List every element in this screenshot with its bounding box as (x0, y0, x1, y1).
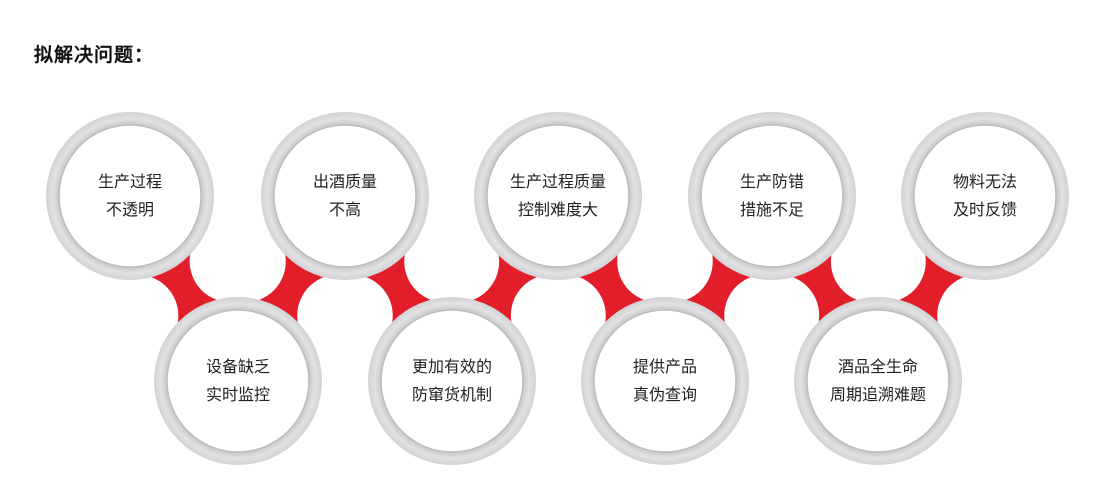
problem-label: 酒品全生命周期追溯难题 (808, 353, 948, 409)
problem-circle (688, 112, 856, 280)
problem-circle (154, 297, 322, 465)
problem-label-line: 酒品全生命 (837, 357, 918, 376)
problem-circle (261, 112, 429, 280)
problem-label-line: 生产过程 (97, 172, 162, 191)
problem-label-line: 物料无法 (952, 172, 1017, 191)
problem-label-line: 不透明 (105, 200, 154, 219)
problem-label-line: 真伪查询 (632, 385, 697, 404)
problem-label-line: 实时监控 (205, 385, 270, 404)
problem-label-line: 生产防错 (739, 172, 804, 191)
problem-label: 更加有效的防窜货机制 (382, 353, 522, 409)
problem-label: 设备缺乏实时监控 (168, 353, 308, 409)
problem-circle (46, 112, 214, 280)
problem-circle (368, 297, 536, 465)
problem-label-line: 出酒质量 (312, 172, 377, 191)
section-title: 拟解决问题： (34, 44, 155, 66)
problem-label-line: 周期追溯难题 (829, 385, 926, 404)
problem-label: 物料无法及时反馈 (915, 168, 1055, 224)
problem-label: 提供产品真伪查询 (595, 353, 735, 409)
problem-label-line: 生产过程质量 (509, 172, 606, 191)
problem-label-line: 及时反馈 (952, 200, 1017, 219)
problem-label: 生产防错措施不足 (702, 168, 842, 224)
problem-label: 生产过程不透明 (60, 168, 200, 224)
problem-label-line: 不高 (328, 200, 361, 219)
problem-label-line: 更加有效的 (411, 357, 492, 376)
problem-label-line: 措施不足 (739, 200, 804, 219)
problem-circle (794, 297, 962, 465)
problem-circle (474, 112, 642, 280)
problem-label: 出酒质量不高 (275, 168, 415, 224)
problem-label: 生产过程质量控制难度大 (488, 168, 628, 224)
problem-circle (581, 297, 749, 465)
problem-label-line: 控制难度大 (517, 200, 598, 219)
problem-label-line: 提供产品 (632, 357, 697, 376)
problem-circle (901, 112, 1069, 280)
problem-label-line: 防窜货机制 (411, 385, 492, 404)
problem-label-line: 设备缺乏 (205, 357, 270, 376)
